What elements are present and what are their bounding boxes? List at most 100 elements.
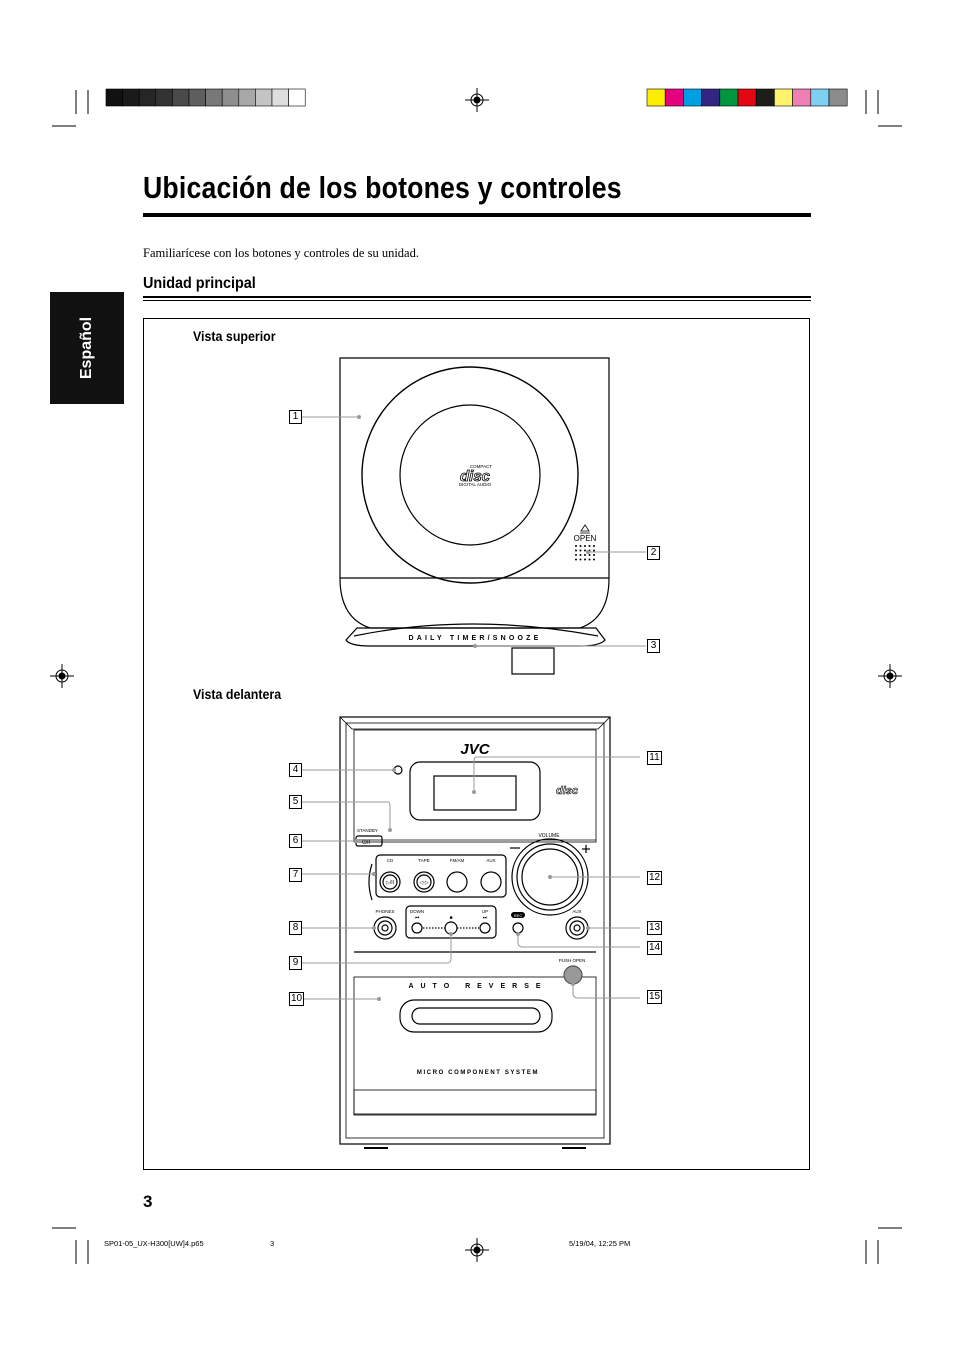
color-swatch <box>664 88 684 107</box>
color-swatch <box>755 88 775 107</box>
section-title: Unidad principal <box>143 275 256 292</box>
grid-dot <box>593 558 595 561</box>
callout-2: 2 <box>647 546 660 560</box>
intro-text: Familiarícese con los botones y controle… <box>143 246 419 260</box>
grid-dot <box>579 549 582 552</box>
callout-14: 14 <box>647 941 662 955</box>
phones-label: PHONES <box>375 909 394 914</box>
rec-label: REC <box>514 913 523 918</box>
grid-dot <box>579 554 582 556</box>
registration-mark-right <box>878 664 902 688</box>
skip-forward-icon: ⏭ <box>483 915 488 921</box>
aux-label: AUX <box>572 909 581 914</box>
volume-label: VOLUME <box>538 833 560 839</box>
grid-dot <box>588 554 591 556</box>
color-swatch <box>719 88 739 107</box>
svg-text:COMPACT: COMPACT <box>470 464 492 469</box>
color-swatch <box>155 88 173 107</box>
top-view-diagram: OPEN COMPACT disc DIGITAL AUDIO DAILY TI… <box>302 357 646 675</box>
skip-back-icon: ⏮ <box>415 915 420 921</box>
svg-text:DIGITAL AUDIO: DIGITAL AUDIO <box>459 482 492 487</box>
stop-icon: ■ <box>449 915 452 921</box>
up-label: UP <box>482 909 488 914</box>
compact-disc-logo: COMPACT disc DIGITAL AUDIO <box>459 464 492 487</box>
grid-dot <box>575 545 577 547</box>
svg-text:TAPE: TAPE <box>418 858 429 863</box>
footer-file: SP01-05_UX-H300[UW]4.p65 <box>104 1239 204 1248</box>
color-swatch <box>737 88 757 107</box>
color-swatch <box>288 88 306 107</box>
callout-11: 11 <box>647 751 662 765</box>
color-swatch <box>646 88 666 107</box>
grid-dot <box>588 545 591 547</box>
open-button-icon <box>580 524 590 534</box>
grid-dot <box>575 554 577 556</box>
play-pause-icon: ▷/II <box>386 880 394 886</box>
callout-6: 6 <box>289 834 302 848</box>
open-label: OPEN <box>574 534 597 543</box>
grid-dot <box>593 549 595 552</box>
registration-mark-bottom <box>465 1238 489 1262</box>
registration-mark-top <box>465 88 489 112</box>
figure-frame <box>143 318 810 1170</box>
color-bar <box>646 88 848 107</box>
color-swatch <box>122 88 140 107</box>
grid-dot <box>575 558 577 561</box>
rec-badge <box>511 912 525 918</box>
svg-text:FM/AM: FM/AM <box>450 858 465 863</box>
top-view-label: Vista superior <box>193 329 276 344</box>
front-view-label: Vista delantera <box>193 687 282 702</box>
callout-1: 1 <box>289 410 302 424</box>
standby-label: STANDBY <box>357 828 378 833</box>
color-swatch <box>810 88 830 107</box>
grid-dot <box>579 558 582 561</box>
language-tab-label: Español <box>78 316 95 380</box>
source-button-labels: CD TAPE FM/AM AUX <box>387 858 496 863</box>
callout-3: 3 <box>647 639 660 653</box>
svg-text:disc: disc <box>460 468 491 485</box>
jvc-logo: JVC <box>460 741 490 758</box>
color-swatch <box>205 88 223 107</box>
callout-7: 7 <box>289 868 302 882</box>
section-rule <box>143 296 811 298</box>
grid-dot <box>584 554 586 556</box>
open-button-grid <box>575 545 595 561</box>
front-view-diagram: JVC disc STANDBY ⏻/I VOLUME CD TAPE FM/A… <box>302 716 640 1149</box>
svg-text:AUX: AUX <box>486 858 495 863</box>
svg-text:CD: CD <box>387 858 394 863</box>
callout-4: 4 <box>289 763 302 777</box>
color-swatch <box>701 88 721 107</box>
registration-mark-left <box>50 664 74 688</box>
language-tab: Español <box>50 292 124 404</box>
color-swatch <box>138 88 157 107</box>
micro-component-label: MICRO COMPONENT SYSTEM <box>417 1070 539 1076</box>
footer-date: 5/19/04, 12:25 PM <box>569 1239 631 1248</box>
callout-5: 5 <box>289 795 302 809</box>
page-title: Ubicación de los botones y controles <box>143 170 622 205</box>
grid-dot <box>588 558 591 561</box>
color-swatch <box>774 88 793 107</box>
grid-dot <box>593 554 595 556</box>
color-swatch <box>792 88 812 107</box>
grid-dot <box>579 545 582 547</box>
auto-reverse-label: AUTO REVERSE <box>408 983 547 990</box>
grid-dot <box>584 558 586 561</box>
color-swatch <box>683 88 702 107</box>
color-swatch <box>172 88 190 107</box>
grid-dot <box>593 545 595 547</box>
callout-13: 13 <box>647 921 662 935</box>
callout-9: 9 <box>289 956 302 970</box>
footer-page: 3 <box>270 1239 275 1248</box>
reverse-forward-icon: ◁·▷ <box>419 880 429 886</box>
push-open-label: PUSH OPEN <box>559 958 586 963</box>
color-swatch <box>188 88 206 107</box>
grid-dot <box>584 545 586 547</box>
down-label: DOWN <box>410 909 424 914</box>
section-rule-thin <box>143 300 811 301</box>
title-rule <box>143 213 811 217</box>
color-swatch <box>828 88 848 107</box>
color-swatch <box>255 88 273 107</box>
power-button-label: ⏻/I <box>362 839 370 846</box>
front-disc-logo: disc <box>556 785 578 797</box>
